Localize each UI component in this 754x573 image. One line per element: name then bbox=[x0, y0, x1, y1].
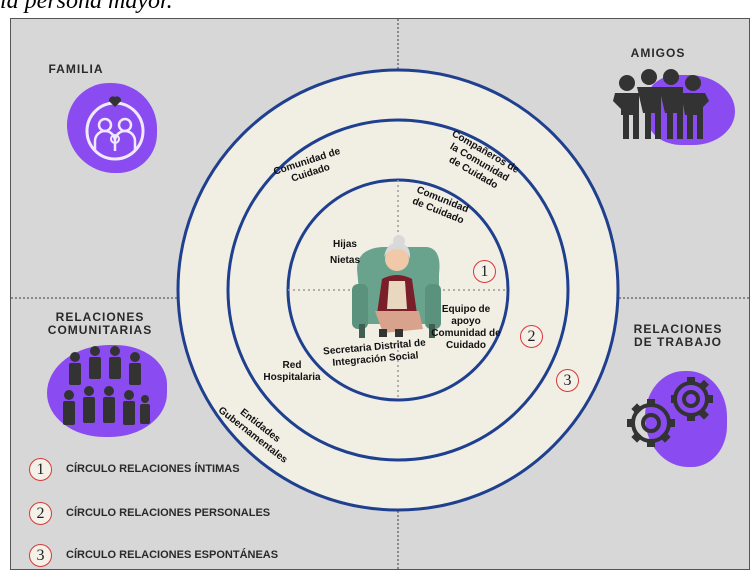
legend-number: 1 bbox=[29, 457, 52, 481]
legend-item-intimas: 1 CÍRCULO RELACIONES ÍNTIMAS bbox=[29, 457, 240, 481]
relaciones-trabajo-title: RELACIONES DE TRABAJO bbox=[633, 322, 723, 349]
legend-number: 3 bbox=[29, 543, 52, 567]
legend-item-personales: 2 CÍRCULO RELACIONES PERSONALES bbox=[29, 501, 270, 525]
amigos-title: AMIGOS bbox=[630, 46, 686, 60]
hijas-label: Hijas bbox=[333, 239, 357, 250]
legend-number: 2 bbox=[29, 501, 52, 525]
legend-label: CÍRCULO RELACIONES ESPONTÁNEAS bbox=[66, 549, 279, 561]
friends-group-icon bbox=[613, 69, 709, 139]
figure-caption: la persona mayor. bbox=[0, 0, 173, 14]
outer-circle-number: 3 bbox=[556, 369, 579, 392]
inner-circle-number: 1 bbox=[473, 260, 496, 283]
nietas-label: Nietas bbox=[329, 255, 360, 266]
legend-label: CÍRCULO RELACIONES PERSONALES bbox=[66, 507, 271, 519]
red-hospitalaria-label: Red Hospitalaria bbox=[263, 360, 321, 383]
legend-label: CÍRCULO RELACIONES ÍNTIMAS bbox=[66, 463, 240, 475]
relaciones-comunitarias-title: RELACIONES COMUNITARIAS bbox=[47, 310, 153, 337]
equipo-apoyo-label: Equipo de apoyo Comunidad de Cuidado bbox=[431, 304, 501, 351]
middle-circle-number: 2 bbox=[520, 325, 543, 348]
elderly-woman-armchair-icon bbox=[352, 235, 441, 338]
community-people-icon bbox=[63, 346, 150, 425]
gears-icon bbox=[627, 377, 713, 447]
legend-item-espontaneas: 3 CÍRCULO RELACIONES ESPONTÁNEAS bbox=[29, 543, 278, 567]
familia-title: FAMILIA bbox=[48, 62, 104, 76]
family-icon bbox=[85, 96, 145, 161]
diagram-frame: Hijas Nietas Comunidad de Cuidado Equipo… bbox=[10, 18, 750, 570]
